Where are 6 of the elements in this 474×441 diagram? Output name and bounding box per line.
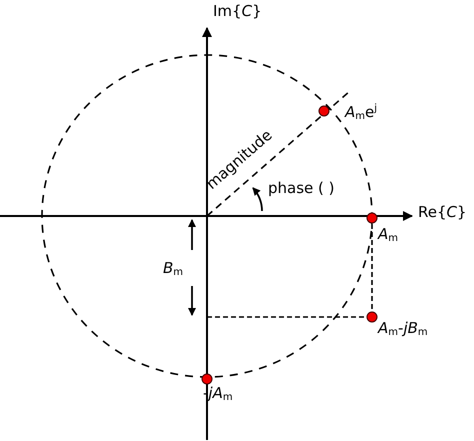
axis-label: Im{C} xyxy=(213,3,262,20)
axis-label: Re{C} xyxy=(418,204,467,220)
point-label: A$_{m}$-jB$_{m}$ xyxy=(378,320,428,338)
point-label: A$_{m}$ xyxy=(378,226,398,244)
dimension-label: B$_{m}$ xyxy=(163,260,184,278)
point-label: A$_{m}$e$^{j}$ xyxy=(345,103,378,122)
